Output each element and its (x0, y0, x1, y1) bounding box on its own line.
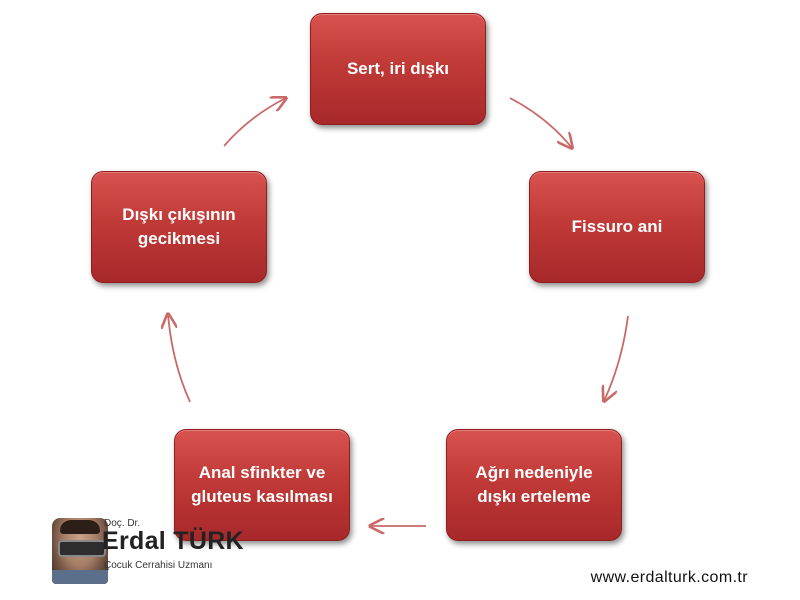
node-anal-fissure-label: Fissuro ani (571, 217, 663, 236)
credit-role: Çocuk Cerrahisi Uzmanı (104, 560, 213, 571)
node-hard-stool-label: Sert, iri dışkı (346, 59, 450, 78)
node-stool-withholding-label: Ağrı nedeniyle dışkı erteleme (475, 463, 593, 506)
node-delayed-defecation: Dışkı çıkışının gecikmesi (91, 171, 267, 283)
doctor-photo-icon (52, 518, 108, 584)
node-stool-withholding: Ağrı nedeniyle dışkı erteleme (446, 429, 622, 541)
credit-name: Erdal TÜRK (102, 527, 244, 555)
node-hard-stool: Sert, iri dışkı (310, 13, 486, 125)
arrow-n0-n1 (509, 97, 572, 148)
author-credit: Doç. Dr. Erdal TÜRK Çocuk Cerrahisi Uzma… (52, 518, 252, 590)
node-anal-fissure: Fissuro ani (529, 171, 705, 283)
arrow-n4-n0 (223, 98, 286, 147)
node-sphincter-contraction: Anal sfinkter ve gluteus kasılması (174, 429, 350, 541)
credit-title: Doç. Dr. (104, 518, 141, 529)
arrow-n3-n4 (168, 314, 191, 403)
node-sphincter-contraction-label: Anal sfinkter ve gluteus kasılması (191, 463, 333, 506)
arrow-n1-n2 (604, 315, 629, 401)
website-url: www.erdalturk.com.tr (590, 569, 748, 586)
node-delayed-defecation-label: Dışkı çıkışının gecikmesi (122, 205, 236, 248)
